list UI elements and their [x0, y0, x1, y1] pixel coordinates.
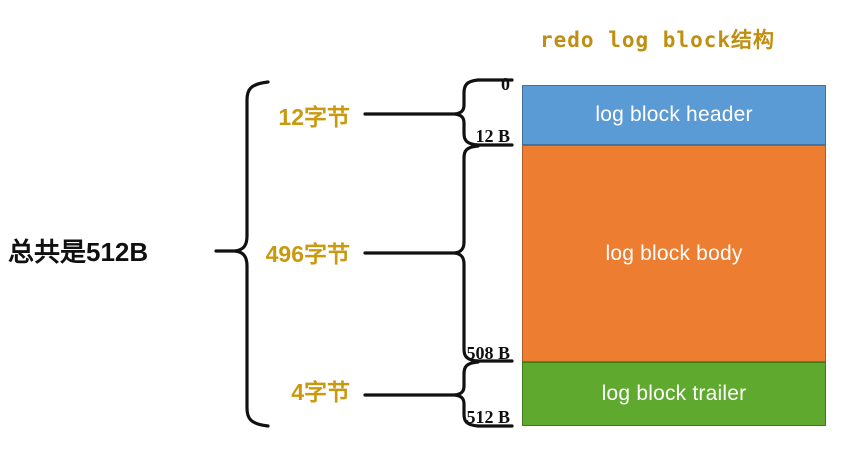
size-label-trailer: 4字节 [291, 379, 350, 405]
block-log-block-body: log block body [522, 145, 826, 362]
redo-log-block-stack: log block header log block body log bloc… [522, 85, 826, 426]
offset-label-512b: 512 B [466, 407, 510, 427]
offset-label-12b: 12 B [475, 126, 510, 146]
offset-label-0: 0 [501, 74, 510, 94]
total-size-label: 总共是512B [8, 237, 149, 267]
block-label-header: log block header [595, 103, 753, 126]
size-label-body: 496字节 [265, 241, 350, 267]
block-log-block-header: log block header [522, 85, 826, 145]
diagram-title: redo log block结构 [540, 28, 776, 52]
offset-label-508b: 508 B [466, 343, 510, 363]
size-label-header: 12字节 [278, 104, 350, 130]
block-log-block-trailer: log block trailer [522, 362, 826, 426]
block-label-body: log block body [605, 241, 743, 265]
block-label-trailer: log block trailer [601, 382, 747, 405]
brace-body [453, 144, 480, 363]
